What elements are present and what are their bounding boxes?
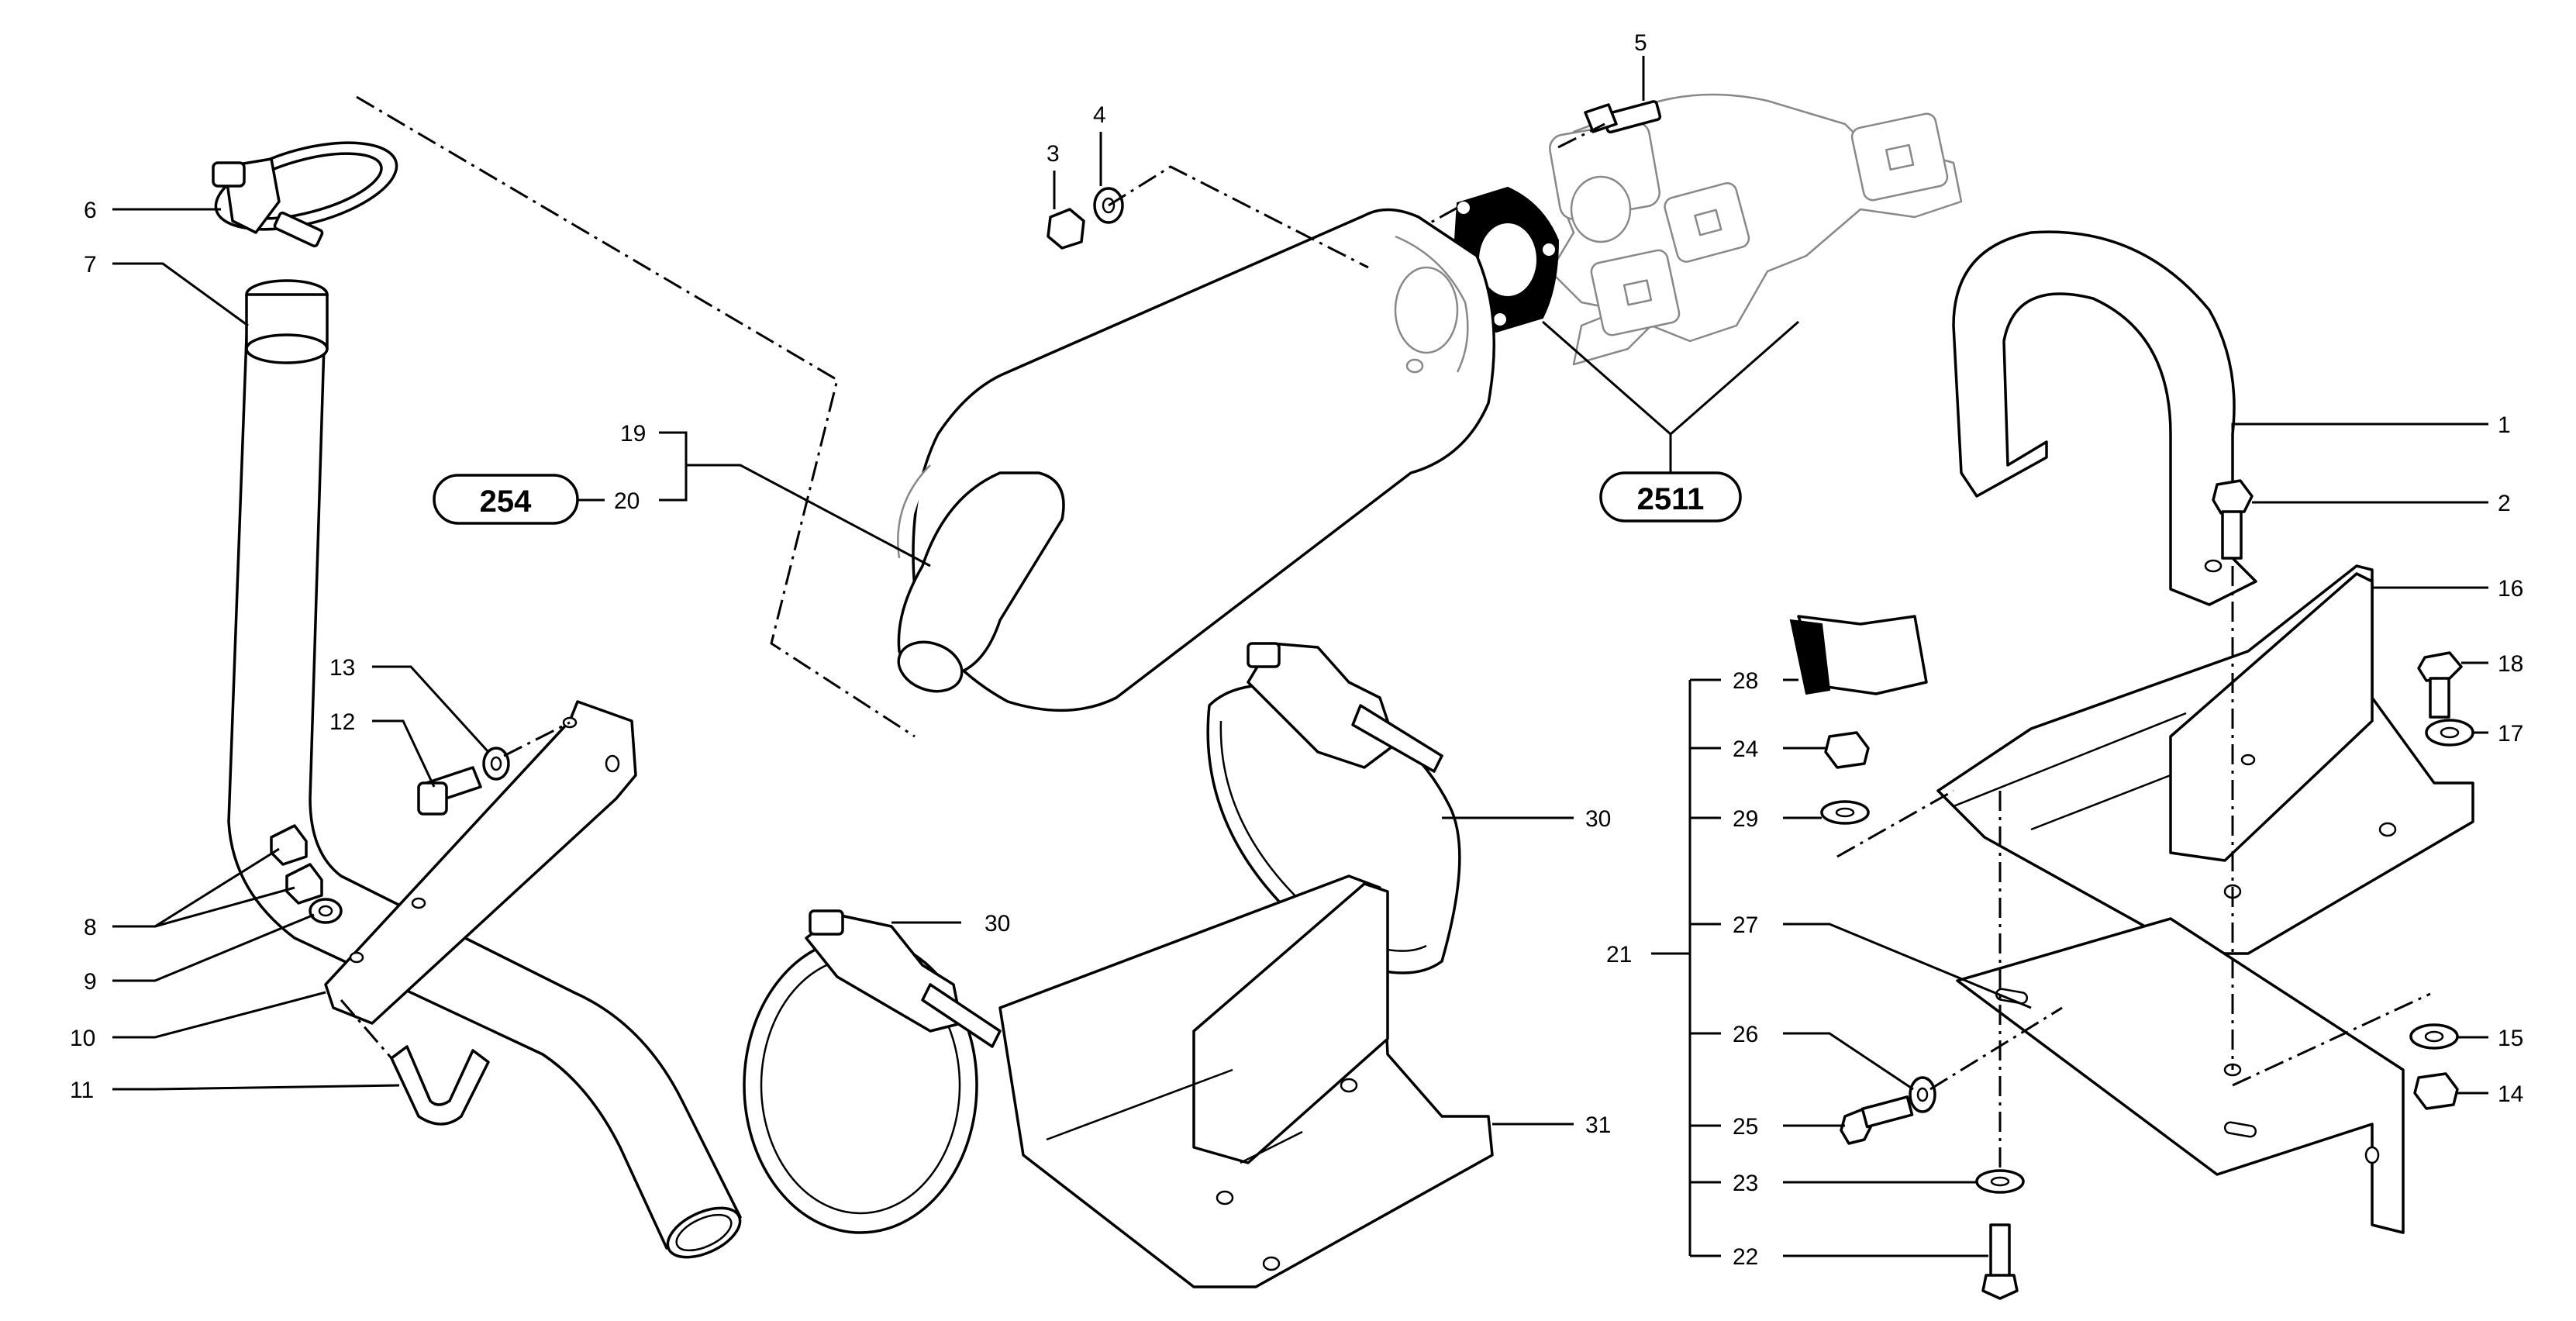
band-clamp-lower bbox=[743, 909, 1002, 1234]
exhaust-manifold bbox=[1549, 93, 1963, 366]
callout-25: 25 bbox=[1733, 1114, 1758, 1140]
manual-book bbox=[1789, 615, 1928, 695]
callout-14: 14 bbox=[2498, 1081, 2523, 1107]
reference-2511: 2511 bbox=[1637, 482, 1705, 516]
callout-4: 4 bbox=[1093, 102, 1106, 128]
assembly-lines bbox=[340, 95, 2431, 1171]
exhaust-clamp-6 bbox=[212, 141, 398, 248]
reference-254: 254 bbox=[480, 485, 532, 519]
callout-5: 5 bbox=[1634, 30, 1647, 56]
callout-24: 24 bbox=[1733, 736, 1758, 762]
u-bolt bbox=[390, 1045, 490, 1126]
callout-23: 23 bbox=[1733, 1171, 1758, 1196]
callout-1: 1 bbox=[2498, 412, 2511, 438]
callout-12: 12 bbox=[329, 709, 355, 735]
callout-15: 15 bbox=[2498, 1026, 2523, 1051]
callout-19: 19 bbox=[620, 421, 646, 447]
exhaust-pipe bbox=[227, 279, 742, 1259]
callout-11: 11 bbox=[70, 1078, 94, 1103]
callout-8: 8 bbox=[84, 915, 97, 940]
callout-21: 21 bbox=[1606, 942, 1632, 967]
callout-13: 13 bbox=[329, 655, 355, 681]
callout-28: 28 bbox=[1733, 668, 1758, 694]
pipe-bracket bbox=[270, 700, 637, 1025]
bolt-2 bbox=[2212, 479, 2254, 560]
callout-labels: 1 2 16 18 17 15 14 5 3 4 19 20 6 7 8 9 1… bbox=[70, 30, 2523, 1270]
callout-30-lower: 30 bbox=[985, 911, 1010, 936]
callout-9: 9 bbox=[84, 969, 97, 995]
support-plate-27 bbox=[1956, 917, 2405, 1234]
leader-lines bbox=[112, 56, 2488, 1257]
reference-badge-2511 bbox=[1599, 471, 1742, 523]
callout-30-upper: 30 bbox=[1585, 806, 1611, 832]
callout-31: 31 bbox=[1585, 1112, 1611, 1138]
callout-7: 7 bbox=[84, 252, 97, 278]
callout-22: 22 bbox=[1733, 1244, 1758, 1270]
callout-6: 6 bbox=[84, 198, 97, 223]
muffler-support-16 bbox=[1936, 564, 2474, 955]
callout-10: 10 bbox=[70, 1026, 95, 1051]
reference-badges: 254 2511 bbox=[433, 471, 1742, 525]
muffler-strap bbox=[1952, 230, 2257, 606]
reference-badge-254 bbox=[433, 474, 579, 525]
fasteners bbox=[1047, 100, 2474, 1300]
callout-18: 18 bbox=[2498, 651, 2523, 677]
callout-16: 16 bbox=[2498, 576, 2523, 602]
callout-29: 29 bbox=[1733, 806, 1758, 832]
callout-20: 20 bbox=[614, 488, 640, 514]
callout-3: 3 bbox=[1047, 141, 1060, 167]
muffler bbox=[897, 208, 1495, 712]
callout-26: 26 bbox=[1733, 1022, 1758, 1047]
muffler-support-31 bbox=[998, 874, 1494, 1288]
callout-27: 27 bbox=[1733, 912, 1758, 938]
callout-17: 17 bbox=[2498, 721, 2523, 747]
callout-2: 2 bbox=[2498, 491, 2511, 516]
